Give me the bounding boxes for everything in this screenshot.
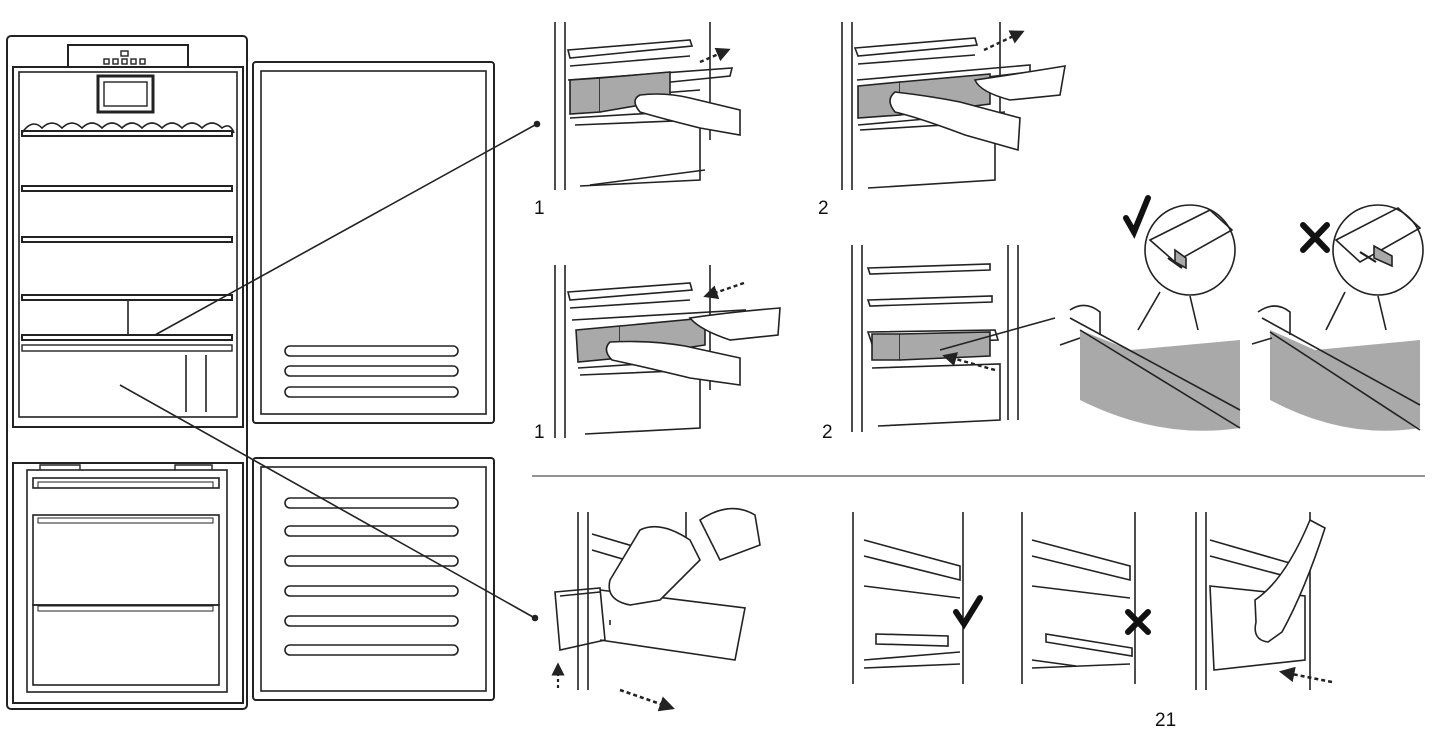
fridge-shelf xyxy=(21,185,233,192)
fridge-body xyxy=(6,35,248,710)
shelf-remove-step-2 xyxy=(841,22,1066,190)
drawer-rail-incorrect xyxy=(1021,512,1136,684)
drawer-rail-correct xyxy=(852,512,964,684)
freezer-door xyxy=(252,457,495,701)
freezer-compartment xyxy=(12,462,244,704)
freezer-drawer xyxy=(32,514,220,606)
shelf-remove-step-1 xyxy=(554,22,741,190)
leader-lines xyxy=(119,120,541,622)
drawer-removal xyxy=(551,507,761,712)
shelf-fit-correct-detail xyxy=(1059,204,1241,431)
check-icon xyxy=(1123,195,1151,239)
drawer-insertion xyxy=(1195,512,1333,690)
shelf-insert-step-2 xyxy=(851,245,1056,432)
fridge-compartment xyxy=(12,66,244,428)
fridge-shelf xyxy=(21,130,233,137)
fridge-shelf xyxy=(21,236,233,243)
fridge-overview xyxy=(6,35,495,710)
fridge-door xyxy=(252,61,495,424)
cross-icon xyxy=(1125,609,1151,635)
freezer-drawer xyxy=(32,477,220,489)
display-unit xyxy=(96,74,155,114)
shelf-insert-step-1 xyxy=(554,265,781,438)
freezer-drawer xyxy=(32,604,220,686)
step-label: 1 xyxy=(534,198,545,219)
door-bins xyxy=(284,345,459,656)
step-label: 2 xyxy=(822,422,833,443)
fridge-shelf xyxy=(21,334,233,341)
check-icon xyxy=(953,595,983,630)
step-label: 1 xyxy=(534,422,545,443)
step-label: 2 xyxy=(818,198,829,219)
fridge-shelf xyxy=(21,294,233,301)
shelf-fit-incorrect-detail xyxy=(1251,204,1424,431)
control-buttons xyxy=(103,50,146,65)
page-number: 21 xyxy=(1155,710,1177,731)
cross-icon xyxy=(1300,222,1330,253)
